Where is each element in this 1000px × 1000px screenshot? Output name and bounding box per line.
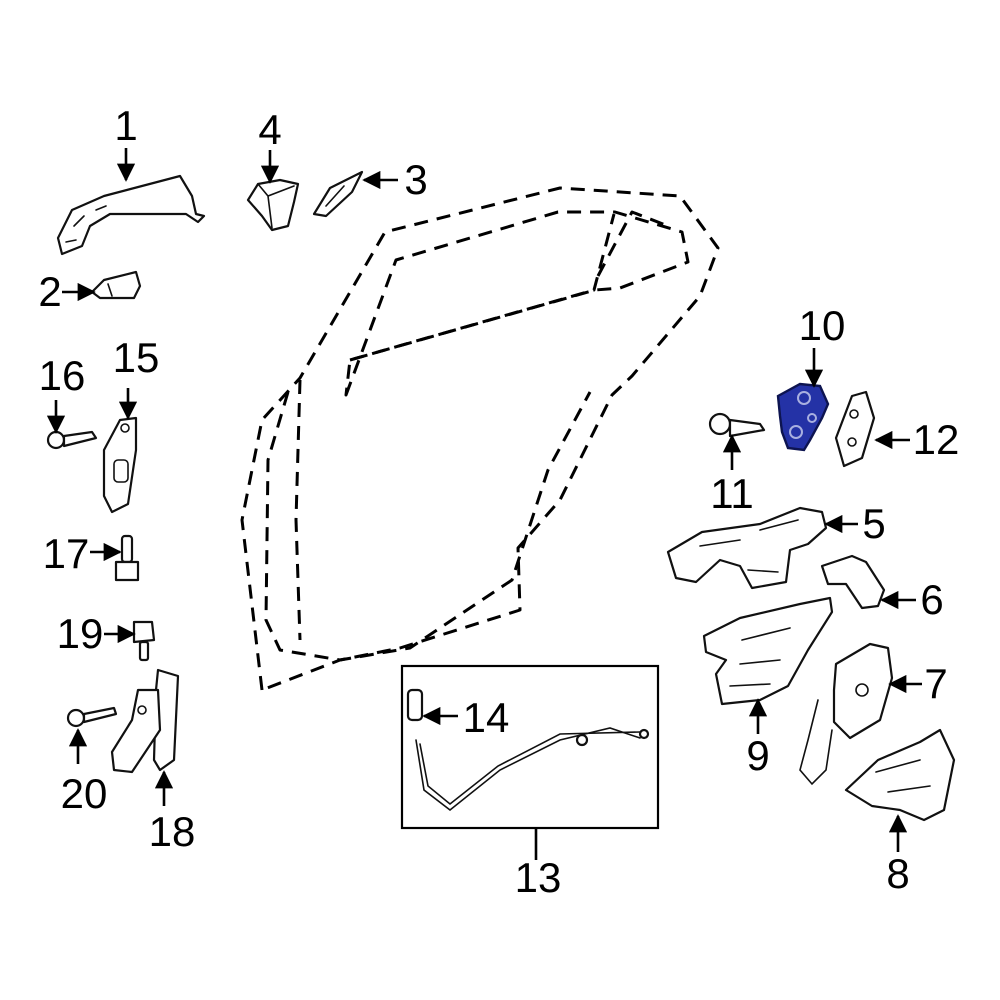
part-bolt-19 xyxy=(132,620,156,662)
part-bolt-17 xyxy=(114,534,140,582)
callout-15: 15 xyxy=(113,334,160,381)
callout-11: 11 xyxy=(710,470,754,517)
callout-18: 18 xyxy=(149,808,196,855)
callout-16: 16 xyxy=(39,352,86,399)
callout-5: 5 xyxy=(862,500,885,547)
part-outside-handle xyxy=(56,174,206,256)
callout-13: 13 xyxy=(515,854,562,901)
callout-2: 2 xyxy=(38,268,61,315)
part-plate-12 xyxy=(834,390,876,468)
callout-9: 9 xyxy=(746,732,769,779)
part-block-6 xyxy=(820,554,886,610)
leader-lines xyxy=(46,148,922,860)
callout-14: 14 xyxy=(463,694,510,741)
callout-4: 4 xyxy=(258,106,281,153)
callout-8: 8 xyxy=(886,850,909,897)
callout-3: 3 xyxy=(404,156,427,203)
callout-7: 7 xyxy=(924,660,947,707)
part-gasket xyxy=(312,170,364,218)
part-lock-cover xyxy=(702,596,834,706)
part-hinge-highlighted xyxy=(776,382,830,452)
part-handle-frame xyxy=(666,506,828,590)
callout-19: 19 xyxy=(57,610,104,657)
callout-20: 20 xyxy=(61,770,108,817)
part-lock-actuator xyxy=(799,642,894,786)
part-handle-bracket xyxy=(246,178,300,232)
part-door-latch xyxy=(844,728,956,822)
part-screw-20 xyxy=(66,706,118,728)
part-hinge-bracket xyxy=(102,416,138,514)
part-handle-cap xyxy=(90,270,142,300)
door-outline xyxy=(240,186,720,692)
callout-labels: 1 2 3 4 5 6 7 8 9 10 11 12 13 14 15 16 1… xyxy=(38,102,959,901)
part-bolt-11 xyxy=(708,412,766,438)
part-inside-handle xyxy=(110,668,180,774)
callout-6: 6 xyxy=(920,576,943,623)
callout-17: 17 xyxy=(43,530,90,577)
cable-box xyxy=(400,664,660,830)
part-screw-16 xyxy=(46,430,98,450)
callout-10: 10 xyxy=(799,302,846,349)
callout-1: 1 xyxy=(114,102,137,149)
callout-12: 12 xyxy=(913,416,960,463)
